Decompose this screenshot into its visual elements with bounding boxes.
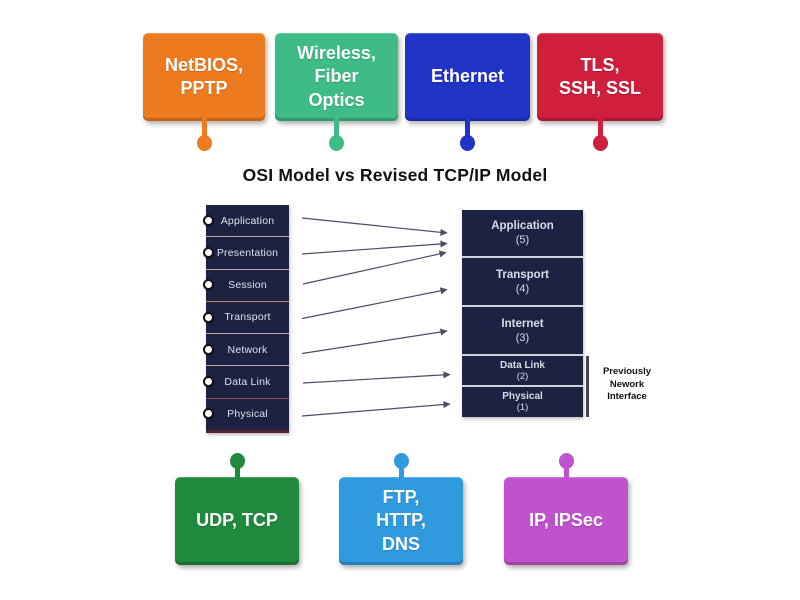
label-text: TLS, SSH, SSL	[558, 54, 642, 98]
hotspot-network[interactable]	[203, 344, 214, 355]
osi-model-column: Application Presentation Session Transpo…	[206, 205, 289, 433]
arrow-physical-to-physical1	[301, 400, 451, 417]
osi-layer-transport: Transport	[206, 300, 289, 333]
arrow-session-to-application5	[302, 250, 447, 285]
tcpip-layer-internet: Internet (3)	[462, 305, 583, 354]
pin-ball-icon	[229, 453, 245, 469]
pin-ball-icon	[460, 135, 475, 151]
pin-stem	[334, 117, 339, 143]
label-text: UDP, TCP	[196, 510, 278, 531]
tcpip-layer-physical: Physical (1)	[462, 385, 583, 417]
tcpip-model-column: Application (5) Transport (4) Internet (…	[462, 210, 583, 417]
hotspot-application[interactable]	[203, 215, 214, 226]
pin-stem	[563, 463, 569, 479]
label-text: IP, IPSec	[529, 510, 603, 531]
arrow-transport-to-transport4	[301, 287, 448, 320]
arrow-presentation-to-application5	[301, 240, 448, 255]
osi-layer-session: Session	[206, 268, 289, 301]
label-card-netbios-pptp[interactable]: NetBIOS, PPTP	[143, 33, 265, 151]
hotspot-data-link[interactable]	[203, 376, 214, 387]
hotspot-session[interactable]	[203, 279, 214, 290]
osi-layer-presentation: Presentation	[206, 236, 289, 268]
label-card-ip-ipsec[interactable]: IP, IPSec	[504, 453, 628, 565]
label-card-ftp-http-dns[interactable]: FTP, HTTP, DNS	[339, 453, 463, 565]
tcpip-layer-transport: Transport (4)	[462, 256, 583, 305]
label-text: NetBIOS, PPTP	[164, 54, 243, 98]
bracket-note: Previously Nework Interface	[602, 366, 652, 402]
pin-ball-icon	[393, 453, 409, 469]
pin-ball-icon	[329, 135, 344, 151]
arrow-network-to-internet3	[301, 328, 448, 355]
label-text: Ethernet	[430, 66, 504, 87]
hotspot-physical[interactable]	[203, 408, 214, 419]
label-text: Wireless, Fiber Optics	[297, 43, 376, 110]
diagram-title: OSI Model vs Revised TCP/IP Model	[242, 165, 548, 185]
pin-ball-icon	[196, 135, 212, 151]
osi-layer-physical: Physical	[206, 397, 289, 430]
osi-layer-network: Network	[206, 333, 289, 365]
osi-layer-application: Application	[220, 214, 275, 227]
tcpip-layer-data-link: Data Link (2)	[462, 354, 583, 385]
pin-ball-icon	[558, 453, 574, 469]
osi-layer-data-link: Data Link	[206, 365, 289, 397]
pin-stem	[201, 117, 207, 143]
arrow-application-to-application5	[301, 217, 448, 236]
label-card-wireless-fiber-optics[interactable]: Wireless, Fiber Optics	[275, 33, 398, 151]
hotspot-presentation[interactable]	[203, 247, 214, 258]
label-card-tls-ssh-ssl[interactable]: TLS, SSH, SSL	[537, 33, 663, 151]
bracket-line	[586, 356, 589, 417]
pin-stem	[597, 117, 603, 143]
pin-stem	[398, 463, 404, 479]
pin-stem	[234, 463, 240, 479]
arrow-datalink-to-datalink2	[302, 371, 451, 384]
label-card-udp-tcp[interactable]: UDP, TCP	[175, 453, 299, 565]
tcpip-layer-application: Application (5)	[491, 220, 554, 247]
hotspot-transport[interactable]	[203, 312, 214, 323]
label-card-ethernet[interactable]: Ethernet	[405, 33, 530, 151]
pin-stem	[465, 117, 470, 143]
pin-ball-icon	[592, 135, 608, 151]
label-text: FTP, HTTP, DNS	[376, 487, 426, 554]
